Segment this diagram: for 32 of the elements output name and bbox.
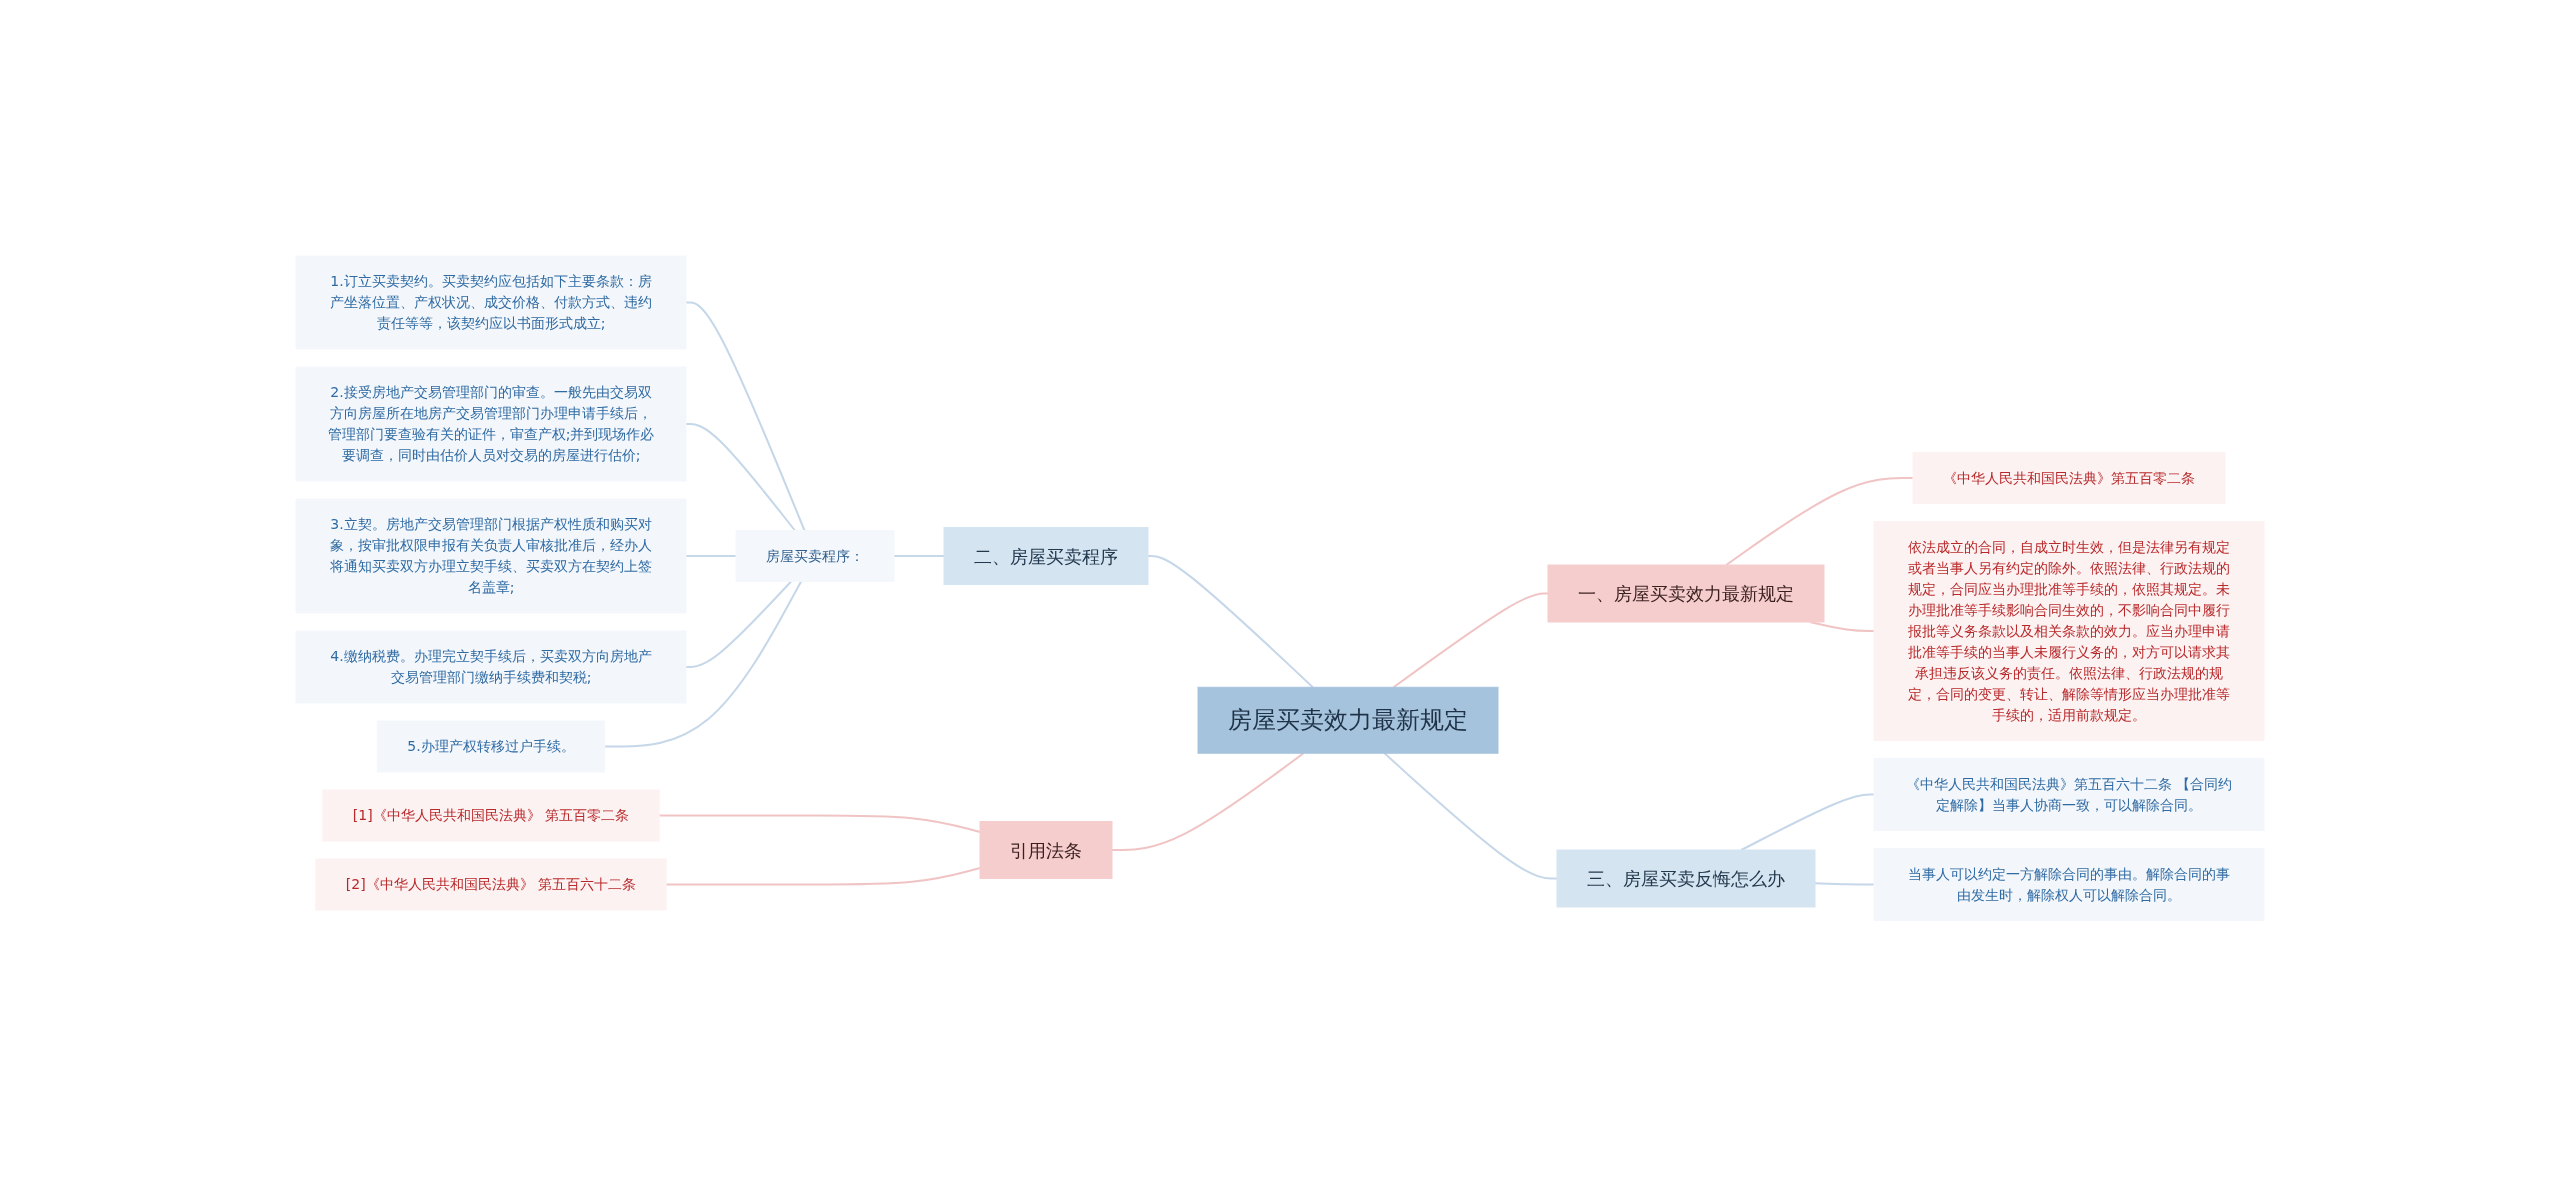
node-box: 当事人可以约定一方解除合同的事由。解除合同的事由发生时，解除权人可以解除合同。 [1873, 848, 2265, 922]
connector [685, 555, 737, 558]
node-box: 4.缴纳税费。办理完立契手续后，买卖双方向房地产交易管理部门缴纳手续费和契税; [295, 630, 687, 704]
connector [1740, 793, 1875, 852]
node-box: 二、房屋买卖程序 [943, 527, 1149, 586]
connector [685, 301, 806, 532]
connector [603, 580, 803, 748]
connector [1814, 882, 1875, 886]
node-box: 依法成立的合同，自成立时生效，但是法律另有规定或者当事人另有约定的除外。依照法律、行政法规的规定，合同应当办理批准等手续的，依照其规定。未办理批准等手续影响合同生效的，不影响合同中履行报批等义务条款以及相关条款的效力。应当办理申请批准等手续的当事人未履行义务的，对方可以请求其承担违反该义务的责任。依照法律、行政法规的规定，合同的变更、转让、解除等情形应当办理批准等手续的，适用前款规定。 [1873, 521, 2265, 742]
node-box: [2]《中华人民共和国民法典》 第五百六十二条 [315, 858, 667, 911]
node-box: 房屋买卖程序： [735, 530, 895, 583]
node-box: [1]《中华人民共和国民法典》 第五百零二条 [322, 789, 660, 842]
connector [1392, 592, 1549, 689]
connector [685, 423, 796, 532]
node-box: 一、房屋买卖效力最新规定 [1547, 564, 1825, 623]
connector [1111, 752, 1305, 852]
connector [665, 867, 981, 886]
node-box: 房屋买卖效力最新规定 [1197, 687, 1499, 754]
connector [1725, 477, 1914, 567]
connector [658, 814, 981, 834]
node-box: 2.接受房地产交易管理部门的审查。一般先由交易双方向房屋所在地房产交易管理部门办理申请手续后，管理部门要查验有关的证件，审查产权;并到现场作必要调查，同时由估价人员对交易的房屋进行估价; [295, 366, 687, 482]
node-box: 《中华人民共和国民法典》第五百六十二条 【合同约定解除】当事人协商一致，可以解除合同。 [1873, 758, 2265, 832]
node-box: 5.办理产权转移过户手续。 [376, 720, 606, 773]
connector [685, 580, 793, 669]
node-box: 3.立契。房地产交易管理部门根据产权性质和购买对象，按审批权限申报有关负责人审核批准后，经办人将通知买卖双方办理立契手续、买卖双方在契约上签名盖章; [295, 498, 687, 614]
connector [1383, 752, 1558, 880]
node-box: 三、房屋买卖反悔怎么办 [1556, 849, 1816, 908]
node-box: 1.订立买卖契约。买卖契约应包括如下主要条款：房产坐落位置、产权状况、成交价格、付款方式、违约责任等等，该契约应以书面形式成立; [295, 255, 687, 350]
node-box: 《中华人民共和国民法典》第五百零二条 [1912, 452, 2226, 505]
connector [1147, 555, 1314, 689]
connector [893, 555, 945, 558]
node-box: 引用法条 [979, 821, 1113, 880]
